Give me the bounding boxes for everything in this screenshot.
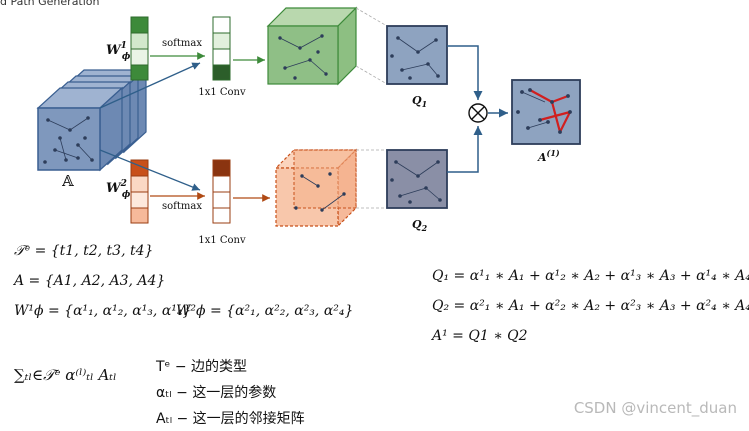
- legend-item-adjacency: Aₜₗ − 这一层的邻接矩阵: [156, 411, 305, 427]
- input-matrix-stack: [36, 68, 148, 172]
- output-matrix: [511, 79, 581, 145]
- q1-to-multiply-arrow: [447, 45, 483, 100]
- equation-q1: Q₁ = α¹₁ ∗ A₁ + α¹₂ ∗ A₂ + α¹₃ ∗ A₃ + α¹…: [432, 268, 749, 284]
- green-conv-block: [266, 6, 358, 86]
- conv-bottom-label: 1x1 Conv: [198, 235, 246, 246]
- equation-q2: Q₂ = α²₁ ∗ A₁ + α²₂ ∗ A₂ + α²₃ ∗ A₃ + α²…: [432, 298, 749, 314]
- equation-t-set: 𝒯ᵉ = {t1, t2, t3, t4}: [14, 243, 154, 259]
- softmax-top-label: softmax: [162, 38, 202, 49]
- input-to-bottom-arrow: [99, 149, 201, 191]
- orange-conv-block: [274, 148, 358, 228]
- q1-label: Q1: [412, 94, 427, 109]
- conv-vector-bottom: [212, 159, 231, 224]
- input-to-top-arrow: [99, 62, 201, 109]
- watermark: CSDN @vincent_duan: [573, 399, 737, 417]
- summation-formula: ∑ₜₗ∈𝒯ᵉ α⁽ˡ⁾ₜₗ Aₜₗ: [14, 366, 117, 384]
- weight-vector-bottom: [130, 159, 149, 224]
- bottom-projection-lines: [356, 149, 387, 209]
- q2-to-multiply-arrow: [447, 126, 483, 173]
- softmax-bottom-label: softmax: [162, 201, 202, 212]
- output-label: A(1): [537, 148, 560, 164]
- header-partial-title: d Path Generation: [0, 0, 100, 8]
- conv-top-label: 1x1 Conv: [198, 87, 246, 98]
- input-label: 𝔸: [61, 172, 74, 190]
- weight-vector-top: [130, 16, 149, 81]
- top-projection-lines: [355, 7, 388, 85]
- q2-label: Q2: [412, 218, 428, 233]
- conv-vector-top: [212, 16, 231, 81]
- legend-item-layer-params: αₜₗ − 这一层的参数: [156, 385, 277, 401]
- equation-a1: A¹ = Q1 ∗ Q2: [432, 328, 528, 344]
- multiply-operator: [468, 103, 488, 123]
- legend-item-edge-type: Tᵉ − 边的类型: [156, 359, 248, 375]
- equation-w1-set: W¹ϕ = {α¹₁, α¹₂, α¹₃, α¹₄}: [14, 303, 192, 319]
- q2-matrix: [386, 149, 448, 209]
- q1-matrix: [386, 25, 448, 85]
- equation-a-set: A = {A1, A2, A3, A4}: [14, 273, 166, 289]
- equation-w2-set: W²ϕ = {α²₁, α²₂, α²₃, α²₄}: [176, 303, 354, 319]
